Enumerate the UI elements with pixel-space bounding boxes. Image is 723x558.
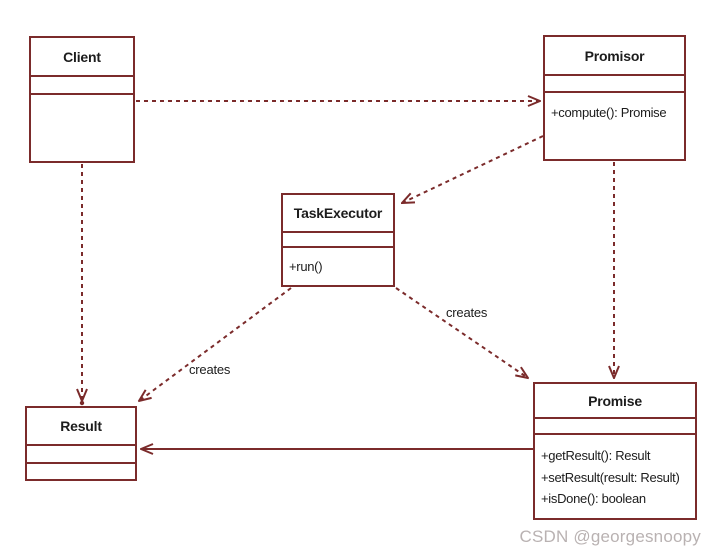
dependency-endpoint-dot [79,400,85,406]
attributes-compartment-client [31,77,133,95]
methods-compartment-promisor: +compute(): Promise [545,93,684,123]
method-promisor-compute: +compute(): Promise [551,105,667,120]
methods-compartment-client [31,95,133,104]
attributes-compartment-taskexecutor [283,233,393,248]
dependency-promisor-to-taskexecutor [402,135,544,203]
class-name-client: Client [31,38,133,77]
class-name-result: Result [27,408,135,446]
method-taskexecutor-run: +run() [289,259,323,274]
class-name-promise: Promise [535,384,695,419]
attributes-compartment-promise [535,419,695,435]
class-name-taskexecutor: TaskExecutor [283,195,393,233]
class-box-result: Result [25,406,137,481]
methods-compartment-result [27,464,135,473]
class-box-promise: Promise +getResult(): Result +setResult(… [533,382,697,520]
method-promise-getresult: +getResult(): Result [541,448,651,463]
class-name-promisor: Promisor [545,37,684,76]
dependency-taskexecutor-to-result [139,287,292,401]
class-box-taskexecutor: TaskExecutor +run() [281,193,395,287]
attributes-compartment-promisor [545,76,684,93]
method-promise-isdone: +isDone(): boolean [541,491,646,506]
edge-label-creates-taskexecutor-result: creates [189,362,231,377]
class-box-promisor: Promisor +compute(): Promise [543,35,686,161]
methods-compartment-taskexecutor: +run() [283,248,393,277]
method-promise-setresult: +setResult(result: Result) [541,469,680,485]
dependency-taskexecutor-to-promise [395,287,528,378]
methods-compartment-promise: +getResult(): Result +setResult(result: … [535,435,695,510]
attributes-compartment-result [27,446,135,464]
class-box-client: Client [29,36,135,163]
edge-label-creates-taskexecutor-promise: creates [446,305,488,320]
watermark-text: CSDN @georgesnoopy [519,527,701,546]
